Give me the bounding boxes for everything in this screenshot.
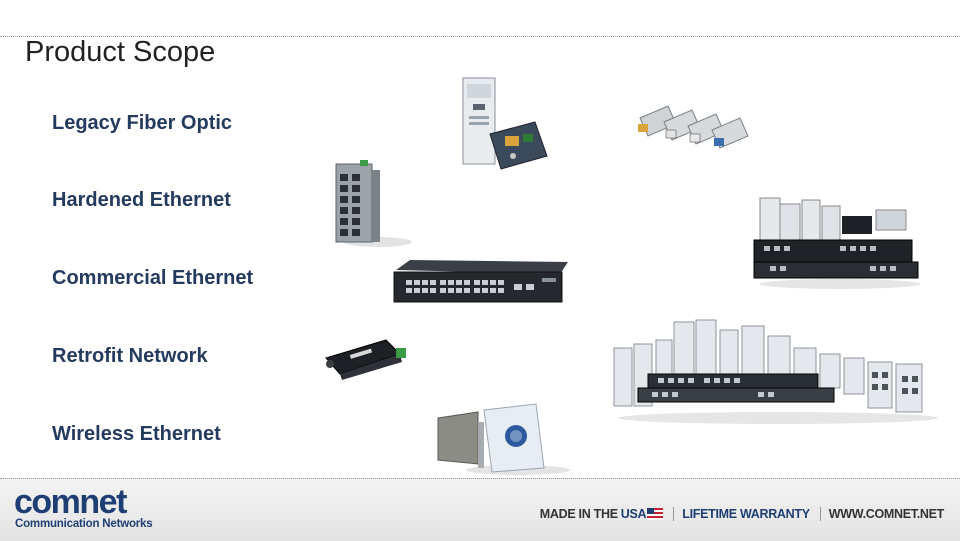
footer-separator (819, 507, 821, 521)
slide-title: Product Scope (25, 36, 216, 68)
top-divider (0, 36, 960, 37)
fiber-module-image (462, 77, 548, 170)
brand-tagline: Communication Networks (15, 518, 153, 530)
footer-bar: comnet Communication Networks MADE IN TH… (0, 478, 960, 541)
usa-label: USA (620, 507, 647, 521)
hardened-switch-image (335, 160, 412, 247)
footer-separator (673, 507, 675, 521)
scope-item-hardened-ethernet: Hardened Ethernet (52, 189, 231, 211)
wireless-radio-image (437, 403, 570, 475)
scope-item-wireless-ethernet: Wireless Ethernet (52, 423, 221, 445)
module-family-image (753, 197, 920, 289)
scope-item-commercial-ethernet: Commercial Ethernet (52, 267, 254, 289)
sfp-modules-image (638, 105, 749, 149)
commercial-switch-image (393, 260, 568, 303)
footer-slogans: MADE IN THE USA LIFETIME WARRANTY WWW.CO… (540, 506, 944, 522)
warranty-label: LIFETIME WARRANTY (682, 507, 810, 521)
made-in-label: MADE IN THE (539, 507, 618, 521)
scope-item-legacy-fiber: Legacy Fiber Optic (52, 112, 233, 134)
product-family-image (613, 319, 938, 424)
us-flag-icon (647, 508, 664, 520)
retrofit-device-image (325, 339, 406, 380)
website-link[interactable]: WWW.COMNET.NET (828, 507, 945, 521)
scope-item-retrofit-network: Retrofit Network (52, 345, 208, 367)
comnet-logo: comnet (14, 483, 127, 521)
